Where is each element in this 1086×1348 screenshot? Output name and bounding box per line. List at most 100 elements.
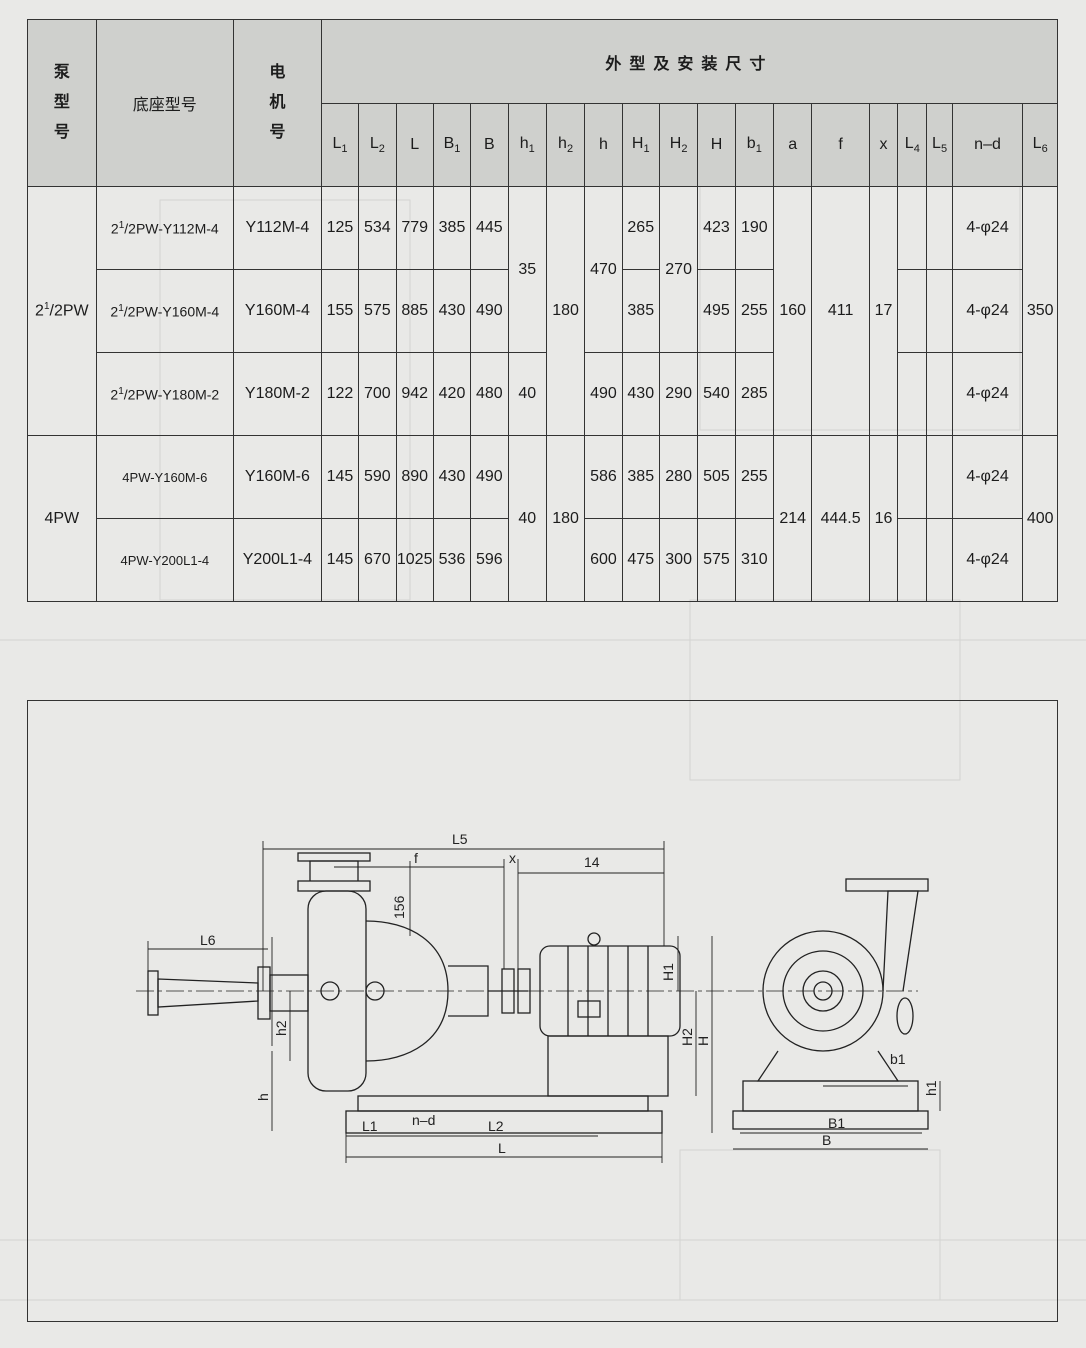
col-h2: h2 <box>545 103 586 187</box>
base-model: 21/2PW-Y180M-2 <box>95 352 234 436</box>
baseplate-top <box>357 1095 649 1112</box>
cell-H: 495 <box>697 269 736 353</box>
base-model: 21/2PW-Y160M-4 <box>95 269 234 353</box>
cell-L5 <box>926 186 953 270</box>
col-h: h <box>584 103 623 187</box>
col-b1: b1 <box>734 103 775 187</box>
cell-a: 160 <box>772 186 813 436</box>
dimension-table: 泵型号 底座型号 电机号 外型及安装尺寸 L1 L2 L B1 B h1 h2 … <box>27 19 1059 602</box>
cell-B: 490 <box>470 435 509 519</box>
cell-H1: 385 <box>621 435 660 519</box>
label-H1: H1 <box>660 963 676 981</box>
inlet-neck <box>269 974 309 1012</box>
motor-lifting-eye <box>587 932 601 946</box>
col-H2: H2 <box>658 103 699 187</box>
side-base <box>742 1080 919 1112</box>
pump-model-2.5pw: 21/2PW <box>27 186 97 436</box>
cell-H: 575 <box>697 518 736 602</box>
cell-L5 <box>926 518 953 602</box>
cell-L2: 700 <box>358 352 397 436</box>
cell-H2: 270 <box>658 186 699 353</box>
col-x: x <box>868 103 899 187</box>
col-L5: L5 <box>926 103 953 187</box>
cell-L4 <box>897 269 928 353</box>
label-L6: L6 <box>200 932 216 948</box>
cell-L1: 122 <box>320 352 360 436</box>
cell-B1: 430 <box>432 269 472 353</box>
cell-L6: 350 <box>1022 186 1058 436</box>
col-L4: L4 <box>897 103 928 187</box>
label-H: H <box>695 1036 711 1046</box>
cell-B1: 385 <box>432 186 472 270</box>
installation-drawing: L5 f x 14 156 L6 H1 H2 H h2 h n–d L1 L2 … <box>27 700 1058 1322</box>
cell-b1: 285 <box>734 352 775 436</box>
cell-f: 411 <box>811 186 870 436</box>
cell-L1: 145 <box>320 435 360 519</box>
cell-L4 <box>897 435 928 519</box>
label-L2: L2 <box>488 1118 504 1134</box>
cell-B: 480 <box>470 352 509 436</box>
pump-model-4pw: 4PW <box>27 435 97 602</box>
cell-L6: 400 <box>1022 435 1058 602</box>
cell-H2: 290 <box>658 352 699 436</box>
motor-model: Y160M-6 <box>232 435 322 519</box>
cell-B1: 430 <box>432 435 472 519</box>
baseplate <box>345 1110 663 1134</box>
cell-L5 <box>926 352 953 436</box>
cell-b1: 255 <box>734 435 775 519</box>
cell-B: 445 <box>470 186 509 270</box>
cell-L2: 575 <box>358 269 397 353</box>
cell-H: 540 <box>697 352 736 436</box>
label-B: B <box>822 1132 831 1148</box>
table-row: 4PW 4PW-Y160M-6 Y160M-6 145 590 890 430 … <box>27 435 1058 602</box>
cell-B1: 420 <box>432 352 472 436</box>
label-L1: L1 <box>362 1118 378 1134</box>
cell-nd: 4-φ24 <box>951 435 1024 519</box>
col-B1: B1 <box>432 103 472 187</box>
header-dims-title: 外型及安装尺寸 <box>320 19 1059 104</box>
cell-L1: 145 <box>320 518 360 602</box>
side-outlet-flange <box>845 878 929 892</box>
cell-L: 779 <box>395 186 434 270</box>
inlet-pipe <box>157 978 259 1008</box>
cell-h1: 40 <box>507 435 547 602</box>
col-L2: L2 <box>358 103 397 187</box>
table-row: 4PW-Y200L1-4 Y200L1-4 145 670 1025 536 5… <box>28 518 1058 602</box>
col-H: H <box>697 103 736 187</box>
cell-L: 885 <box>395 269 434 353</box>
cell-nd: 4-φ24 <box>951 269 1024 353</box>
cell-L2: 534 <box>358 186 397 270</box>
cell-b1: 255 <box>734 269 775 353</box>
label-L5: L5 <box>452 831 468 847</box>
drawing-svg: L5 f x 14 156 L6 H1 H2 H h2 h n–d L1 L2 … <box>136 831 941 1163</box>
cell-h: 490 <box>584 352 623 436</box>
table-row: 21/2PW-Y180M-2 Y180M-2 122 700 942 420 4… <box>28 352 1058 436</box>
cell-b1: 310 <box>734 518 775 602</box>
cell-L2: 590 <box>358 435 397 519</box>
label-h1: h1 <box>923 1080 939 1096</box>
side-bearing-cap <box>896 997 914 1035</box>
col-H1: H1 <box>621 103 660 187</box>
table-row: 21/2PW-Y160M-4 Y160M-4 155 575 885 430 4… <box>28 269 1058 353</box>
base-model: 4PW-Y200L1-4 <box>95 518 234 602</box>
cell-L2: 670 <box>358 518 397 602</box>
label-h2: h2 <box>273 1020 289 1036</box>
motor-model: Y160M-4 <box>232 269 322 353</box>
cell-nd: 4-φ24 <box>951 518 1024 602</box>
cell-B: 490 <box>470 269 509 353</box>
col-f: f <box>811 103 870 187</box>
cell-L: 942 <box>395 352 434 436</box>
cell-H1: 475 <box>621 518 660 602</box>
motor-model: Y180M-2 <box>232 352 322 436</box>
cell-L4 <box>897 518 928 602</box>
cell-x: 17 <box>868 186 899 436</box>
col-nd: n–d <box>951 103 1024 187</box>
side-pedestal <box>756 1050 900 1082</box>
outlet-flange <box>297 880 371 892</box>
cell-nd: 4-φ24 <box>951 352 1024 436</box>
cell-h: 600 <box>584 518 623 602</box>
side-shaft <box>813 981 833 1001</box>
side-base-bottom <box>732 1110 929 1130</box>
side-hub <box>802 970 844 1012</box>
cell-H: 505 <box>697 435 736 519</box>
